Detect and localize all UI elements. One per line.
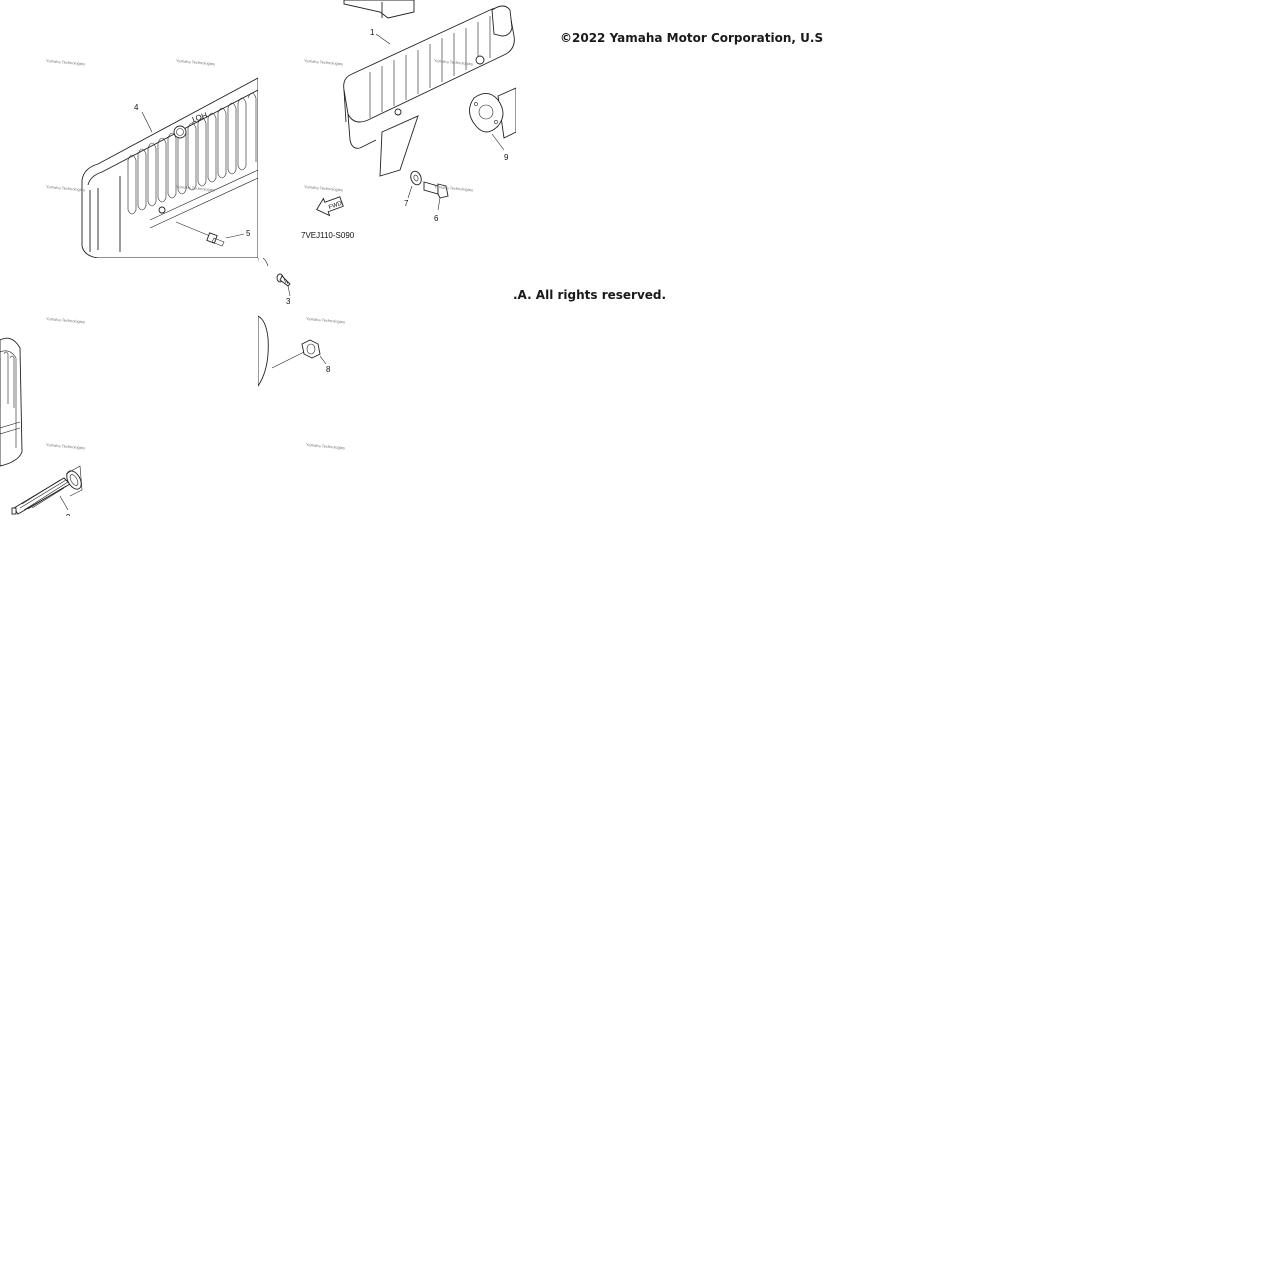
heat-shield-fins [127, 92, 257, 215]
leader-line-7 [407, 185, 413, 199]
washer-7-icon [410, 170, 422, 186]
heat-shield-edge [87, 89, 258, 186]
diagram-tile-spark-arrestor: 9 Yamaha Technologies Yamaha Technologie… [0, 258, 258, 516]
heat-shield-drawing: HOT 5 4 Yamaha Technologies Yamaha Techn… [46, 58, 258, 258]
muffler-end-edge [343, 89, 347, 123]
watermark: Yamaha Technologies [434, 184, 473, 192]
pipe-flange [258, 315, 269, 387]
exhaust-pipe [497, 87, 516, 139]
muffler-mount-plate [379, 115, 419, 177]
callout-9b: 9 [66, 513, 71, 516]
heat-shield-rib [149, 169, 258, 229]
muffler-body [343, 7, 515, 123]
callout-1: 1 [370, 28, 375, 37]
callout-8: 8 [326, 365, 331, 374]
pipe-top [262, 258, 269, 267]
gasket-9-icon [469, 93, 504, 133]
heat-shield-end [0, 337, 23, 467]
fwd-arrow-icon: FWD [316, 196, 344, 217]
leader-line-8 [319, 355, 327, 365]
heat-shield-hole [158, 206, 166, 214]
heat-shield-outline [81, 77, 258, 258]
muffler-hole [475, 55, 485, 65]
watermark: Yamaha Technologies [306, 316, 345, 324]
fasteners-drawing: 3 8 Yamaha Technologies Yamaha Technolog… [258, 258, 345, 450]
fwd-label: FWD [328, 201, 344, 212]
watermark: Yamaha Technologies [304, 58, 343, 66]
leader-line-9 [491, 133, 505, 151]
callout-4: 4 [134, 103, 139, 112]
muffler-outlet [491, 5, 513, 37]
leader-line-5 [225, 233, 245, 239]
callout-7: 7 [404, 199, 409, 208]
muffler-drawing: 9 7 6 1 FWD 7VEJ110-S090 2 Yamaha Techno… [301, 0, 516, 258]
leader-line-3 [287, 285, 291, 297]
watermark: Yamaha Technologies [434, 58, 473, 66]
callout-2: 2 [321, 256, 326, 258]
yamaha-logo-icon [173, 125, 187, 139]
leader-line-6 [437, 197, 441, 211]
spark-arrestor-icon [11, 465, 83, 515]
watermark: Yamaha Technologies [46, 316, 85, 324]
watermark: Yamaha Technologies [46, 442, 85, 450]
spark-arrestor-drawing: 9 Yamaha Technologies Yamaha Technologie… [0, 316, 85, 516]
watermark: Yamaha Technologies [176, 58, 215, 66]
callout-3: 3 [286, 297, 291, 306]
callout-9: 9 [504, 153, 509, 162]
watermark: Yamaha Technologies [176, 184, 215, 192]
copyright-text-part2: .A. All rights reserved. [513, 288, 667, 302]
diagram-tile-muffler: 9 7 6 1 FWD 7VEJ110-S090 2 Yamaha Techno… [258, 0, 516, 258]
watermark: Yamaha Technologies [306, 442, 345, 450]
heat-shield-panel [97, 176, 121, 252]
leader-line-nut [271, 351, 305, 369]
nut-8-icon [301, 339, 321, 359]
yamaha-logo-ring [176, 128, 184, 136]
muffler-ridges [369, 16, 491, 118]
watermark: Yamaha Technologies [46, 58, 85, 66]
callout-5: 5 [246, 229, 251, 238]
bolt-6-icon [423, 181, 449, 199]
muffler-hole [394, 108, 402, 116]
bolt-5-icon [175, 221, 225, 247]
leader-line-1 [375, 33, 391, 45]
heat-shield-end-fins [0, 351, 15, 408]
part-code: 7VEJ110-S090 [301, 231, 355, 240]
callout-6: 6 [434, 214, 439, 223]
heat-shield-end-edge [0, 350, 17, 448]
diagram-tile-heat-shield: HOT 5 4 Yamaha Technologies Yamaha Techn… [0, 0, 258, 258]
muffler-end-face [347, 113, 377, 149]
watermark: Yamaha Technologies [46, 184, 85, 192]
diagram-tile-fasteners: 3 8 Yamaha Technologies Yamaha Technolog… [258, 258, 516, 516]
leader-line-9b [59, 495, 69, 511]
screw-3-icon [276, 273, 291, 287]
muffler-bracket [343, 0, 415, 19]
leader-line-4 [141, 111, 153, 133]
heat-shield-end-rib [0, 421, 21, 435]
watermark: Yamaha Technologies [304, 184, 343, 192]
copyright-text-part1: ©2022 Yamaha Motor Corporation, U.S [560, 31, 824, 45]
